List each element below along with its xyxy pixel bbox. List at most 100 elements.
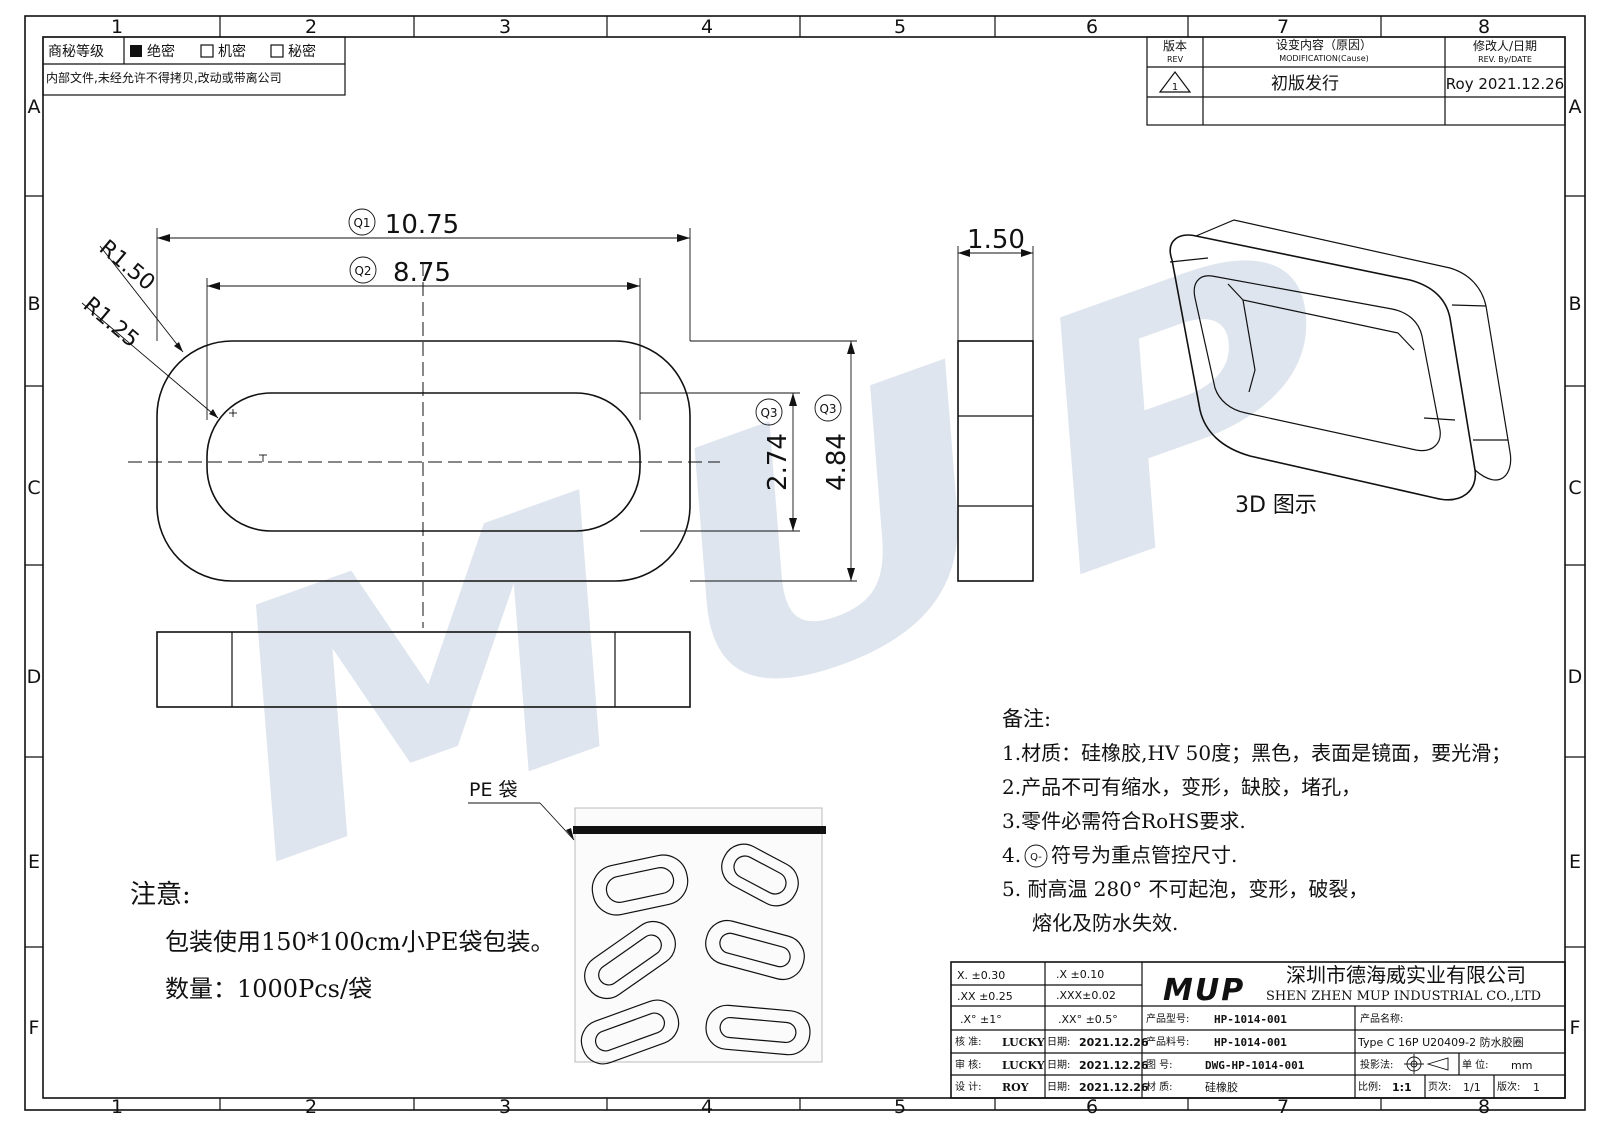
attention-line-1: 包装使用150*100cm小PE袋包装。 <box>165 928 554 956</box>
product-name-label: 产品名称: <box>1360 1012 1403 1025</box>
by-header-en: REV. By/DATE <box>1478 55 1532 64</box>
design-date: 2021.12.26 <box>1079 1081 1149 1094</box>
title-block: X. ±0.30 .X ±0.10 .XX ±0.25 .XXX±0.02 .X… <box>950 961 1566 1099</box>
review-label: 审 核: <box>955 1058 982 1071</box>
dwg-label: 图 号: <box>1146 1059 1173 1071</box>
radius-callouts: R1.50 R1.25 <box>78 235 219 419</box>
tol-r3a: .X° ±1° <box>960 1013 1002 1026</box>
material-value: 硅橡胶 <box>1205 1080 1238 1094</box>
q1-symbol: Q1 <box>353 216 370 230</box>
dimension-q3-outer: Q3 4.84 <box>690 340 857 582</box>
check-date: 2021.12.26 <box>1079 1036 1149 1049</box>
part-label: 产品料号: <box>1146 1035 1189 1048</box>
grid-columns: 1 2 3 4 5 6 7 8 1 2 3 4 5 6 7 8 <box>111 16 1490 1118</box>
row-label-right-D: D <box>1568 666 1583 688</box>
mod-header-cn: 设变内容（原因） <box>1276 37 1372 52</box>
company-name-en: SHEN ZHEN MUP INDUSTRIAL CO.,LTD <box>1266 989 1541 1004</box>
row-label-left-D: D <box>27 666 42 688</box>
drawing-frame <box>24 15 1586 1111</box>
note-4-prefix: 4. <box>1002 843 1021 867</box>
revision-by-date: Roy 2021.12.26 <box>1446 75 1564 93</box>
dimension-q2: Q2 8.75 <box>206 256 641 420</box>
review-date: 2021.12.26 <box>1079 1059 1149 1072</box>
dimension-q1: Q1 10.75 <box>156 208 691 341</box>
unit-label: 单 位: <box>1462 1058 1489 1071</box>
bottom-side-view <box>156 631 691 708</box>
projection-label: 投影法: <box>1360 1058 1393 1071</box>
col-label-top-3: 3 <box>499 16 511 38</box>
row-label-left-B: B <box>27 293 40 315</box>
q3-symbol-outer: Q3 <box>819 402 836 416</box>
col-label-bottom-1: 1 <box>111 1096 123 1118</box>
note-4-text: 符号为重点管控尺寸. <box>1051 843 1237 867</box>
tol-r3b: .XX° ±0.5° <box>1058 1013 1118 1026</box>
attention-title: 注意: <box>130 880 191 910</box>
page-label: 页次: <box>1428 1080 1451 1093</box>
col-label-top-4: 4 <box>701 16 713 38</box>
col-label-bottom-7: 7 <box>1277 1096 1289 1118</box>
tol-r2b: .XXX±0.02 <box>1056 989 1116 1002</box>
revision-number: 1 <box>1172 82 1178 93</box>
checkbox-confidential <box>270 44 284 58</box>
row-label-left-F: F <box>29 1017 40 1039</box>
confidentiality-notice: 内部文件,未经允许不得拷贝,改动或带离公司 <box>46 70 282 85</box>
col-label-bottom-4: 4 <box>701 1096 713 1118</box>
option-top-secret: 绝密 <box>147 43 175 60</box>
q1-value: 10.75 <box>385 210 459 240</box>
row-label-left-E: E <box>28 851 40 873</box>
scale-value: 1:1 <box>1392 1081 1412 1094</box>
product-name-value: Type C 16P U20409-2 防水胶圈 <box>1357 1035 1524 1049</box>
unit-value: mm <box>1511 1059 1532 1072</box>
scale-label: 比例: <box>1358 1080 1381 1093</box>
pe-bag-illustration: PE 袋 <box>468 779 826 1065</box>
revision-block: 版本 REV 设变内容（原因） MODIFICATION(Cause) 修改人/… <box>1146 36 1566 126</box>
thickness-value: 1.50 <box>967 225 1025 255</box>
q3-outer-value: 4.84 <box>822 433 852 491</box>
material-label: 材 质: <box>1146 1080 1173 1093</box>
note-2: 2.产品不可有缩水，变形，缺胶，堵孔， <box>1002 775 1361 799</box>
row-label-left-C: C <box>27 477 40 499</box>
attention-line-2: 数量：1000Pcs/袋 <box>165 975 372 1003</box>
q2-symbol: Q2 <box>354 264 371 278</box>
company-logo: MUP <box>1163 973 1245 1008</box>
row-label-right-E: E <box>1569 851 1581 873</box>
col-label-bottom-3: 3 <box>499 1096 511 1118</box>
rev-header-cn: 版本 <box>1163 39 1187 53</box>
review-by: LUCKY <box>1002 1059 1045 1072</box>
grid-rows: A B C D E F A B C D E F <box>25 96 1585 1039</box>
version-label: 版次: <box>1497 1080 1520 1093</box>
design-date-label: 日期: <box>1047 1081 1070 1093</box>
q3-inner-value: 2.74 <box>763 433 793 491</box>
col-label-top-7: 7 <box>1277 16 1289 38</box>
key-dimension-symbol-icon <box>1024 844 1048 868</box>
pe-bag-label: PE 袋 <box>469 779 518 801</box>
row-label-right-B: B <box>1568 293 1581 315</box>
revision-description: 初版发行 <box>1271 74 1339 94</box>
col-label-bottom-5: 5 <box>894 1096 906 1118</box>
option-confidential: 秘密 <box>288 43 316 60</box>
col-label-top-5: 5 <box>894 16 906 38</box>
right-side-view: 1.50 <box>957 225 1034 582</box>
3d-view-label: 3D 图示 <box>1235 493 1317 518</box>
bag-seal <box>573 826 826 834</box>
radius-outer: R1.50 <box>94 235 159 295</box>
row-label-right-C: C <box>1568 477 1581 499</box>
by-header-cn: 修改人/日期 <box>1473 38 1537 53</box>
attention-notes: 注意: 包装使用150*100cm小PE袋包装。 数量：1000Pcs/袋 <box>130 880 554 1003</box>
version-value: 1 <box>1533 1081 1540 1094</box>
confidentiality-label: 商秘等级 <box>48 43 104 60</box>
note-5-cont: 熔化及防水失效. <box>1032 911 1178 935</box>
dwg-value: DWG-HP-1014-001 <box>1205 1059 1305 1072</box>
revision-triangle-icon <box>1158 71 1192 93</box>
option-secret: 机密 <box>218 43 246 60</box>
mod-header-en: MODIFICATION(Cause) <box>1279 54 1369 63</box>
radius-inner: R1.25 <box>78 292 143 352</box>
checkbox-secret <box>200 44 214 58</box>
note-1: 1.材质：硅橡胶,HV 50度；黑色，表面是镜面，要光滑； <box>1002 741 1511 765</box>
bag-rings <box>580 843 811 1065</box>
row-label-right-A: A <box>1569 96 1582 118</box>
part-value: HP-1014-001 <box>1214 1036 1287 1049</box>
design-by: ROY <box>1002 1081 1029 1094</box>
isometric-3d-view: 3D 图示 <box>1169 219 1512 518</box>
